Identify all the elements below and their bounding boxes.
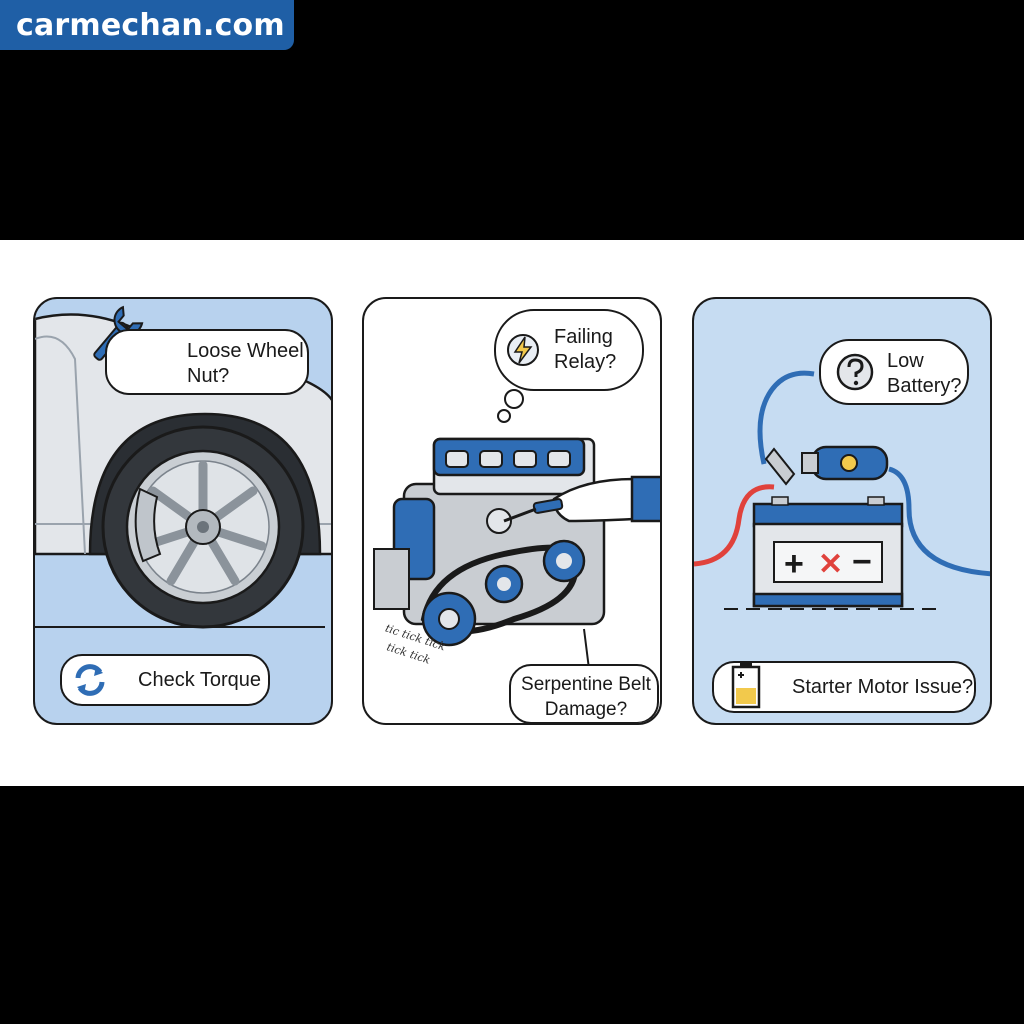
speech-bubble-loose-wheel: Loose Wheel Nut?: [105, 329, 309, 395]
pill-text-line1: Serpentine Belt: [521, 674, 651, 695]
engine-illustration: [373, 389, 660, 670]
battery-level-icon: [731, 663, 761, 709]
panel-battery: + ✕ − Low Battery? Starter Motor Issue?: [692, 297, 992, 725]
pill-text: Starter Motor Issue?: [792, 675, 974, 698]
bubble-text-line2: Relay?: [554, 351, 617, 373]
speech-bubble-low-battery: Low Battery?: [819, 339, 969, 405]
bubble-text-line1: Loose Wheel: [187, 340, 304, 362]
brand-name: carmechan.com: [16, 7, 285, 43]
battery-x-mark: ✕: [818, 548, 844, 581]
check-torque-pill: Check Torque: [60, 654, 270, 706]
thought-bubble-relay: Failing Relay?: [494, 309, 644, 391]
battery-illustration: [694, 370, 990, 610]
battery-minus-sign: −: [852, 543, 872, 581]
bubble-text-line2: Battery?: [887, 375, 962, 397]
question-icon: [836, 353, 874, 391]
serpentine-belt-pill: Serpentine Belt Damage?: [509, 664, 659, 723]
battery-plus-sign: +: [784, 545, 804, 583]
lightning-icon: [507, 334, 539, 366]
starter-motor-pill: Starter Motor Issue?: [712, 661, 976, 713]
pill-text-line2: Damage?: [544, 699, 628, 720]
bubble-text-line1: Failing: [554, 326, 613, 348]
bubble-text-line1: Low: [887, 350, 924, 372]
rotate-arrows-icon: [75, 664, 105, 696]
brand-badge[interactable]: carmechan.com: [0, 0, 294, 50]
panel-wheel: Loose Wheel Nut? Check Torque: [33, 297, 333, 725]
bubble-text-line2: Nut?: [187, 365, 230, 387]
panel-engine: Failing Relay? tic tick tick tick tick S…: [362, 297, 662, 725]
pill-text: Check Torque: [138, 668, 262, 691]
